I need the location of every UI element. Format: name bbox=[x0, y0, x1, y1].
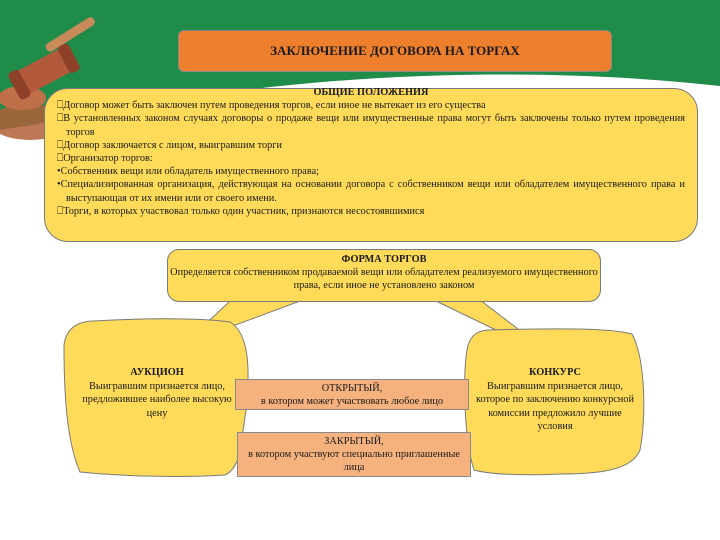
open-heading: ОТКРЫТЫЙ, bbox=[321, 383, 383, 394]
auction-text: Выигравшим признается лицо, предложившее… bbox=[82, 380, 232, 419]
title-box: ЗАКЛЮЧЕНИЕ ДОГОВОРА НА ТОРГАХ bbox=[178, 30, 612, 72]
contest-callout bbox=[433, 299, 524, 333]
general-provisions-box: ОБЩИЕ ПОЛОЖЕНИЯ ⎕Договор может быть закл… bbox=[44, 87, 698, 242]
general-item: ⎕Организатор торгов: bbox=[57, 153, 153, 165]
contest-heading: КОНКУРС bbox=[529, 367, 581, 378]
general-item: ⎕Договор заключается с лицом, выигравшим… bbox=[57, 139, 282, 151]
open-type-box: ОТКРЫТЫЙ, в котором может участвовать лю… bbox=[235, 379, 469, 410]
contest-text: Выигравшим признается лицо, которое по з… bbox=[476, 380, 634, 433]
forma-heading: ФОРМА ТОРГОВ bbox=[341, 254, 427, 265]
open-text: в котором может участвовать любое лицо bbox=[260, 396, 444, 407]
general-item: ⎕Договор может быть заключен путем прове… bbox=[57, 100, 486, 112]
closed-heading: ЗАКРЫТЫЙ, bbox=[324, 436, 384, 447]
contest-text-block: КОНКУРС Выигравшим признается лицо, кото… bbox=[474, 366, 636, 434]
auction-heading: АУКЦИОН bbox=[130, 367, 184, 378]
auction-bubble bbox=[63, 318, 249, 477]
closed-text: в котором участвуют специально приглашен… bbox=[248, 449, 460, 473]
general-item: ⎕В установленных законом случаях договор… bbox=[57, 113, 685, 138]
contest-bubble bbox=[464, 328, 645, 476]
forma-torgov-box: ФОРМА ТОРГОВ Определяется собственником … bbox=[167, 249, 601, 302]
closed-type-box: ЗАКРЫТЫЙ, в котором участвуют специально… bbox=[237, 432, 471, 477]
general-subitem: •Собственник вещи или обладатель имущест… bbox=[57, 166, 320, 178]
general-item: ⎕Торги, в которых участвовал только один… bbox=[57, 205, 425, 217]
general-subitem: •Специализированная организация, действу… bbox=[57, 179, 685, 204]
auction-text-block: АУКЦИОН Выигравшим признается лицо, пред… bbox=[74, 366, 240, 420]
general-heading: ОБЩИЕ ПОЛОЖЕНИЯ bbox=[313, 87, 429, 98]
title-text: ЗАКЛЮЧЕНИЕ ДОГОВОРА НА ТОРГАХ bbox=[270, 43, 520, 58]
forma-text: Определяется собственником продаваемой в… bbox=[170, 267, 598, 291]
